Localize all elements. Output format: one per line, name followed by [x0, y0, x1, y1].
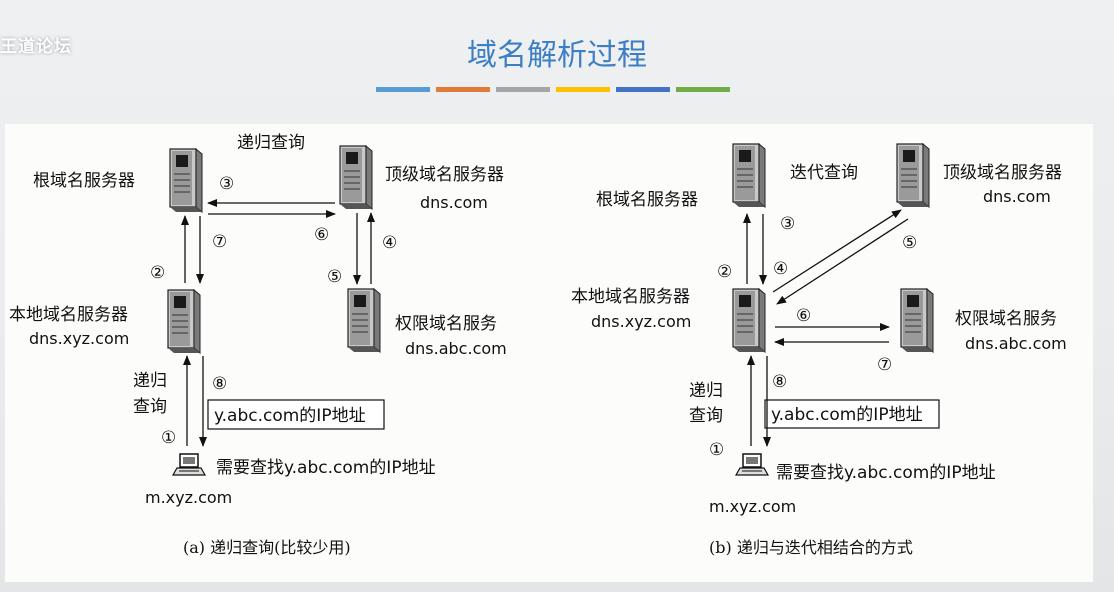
host-label: m.xyz.com [709, 497, 796, 516]
step-number: ③ [219, 174, 234, 194]
dns-resolution-diagram: 递归查询 根域名服务器 顶级域名服务器 dns.com 本地域名服务器 dns.… [9, 133, 1067, 557]
step-number: ① [161, 428, 176, 448]
host-computer-icon [735, 453, 769, 476]
caption-b: (b) 递归与迭代相结合的方式 [709, 538, 913, 557]
local-server-label: 本地域名服务器 [571, 287, 690, 307]
caption-a: (a) 递归查询(比较少用) [183, 538, 351, 557]
step-number: ② [150, 263, 165, 283]
step-number: ⑥ [796, 306, 811, 326]
tld-domain: dns.com [983, 187, 1051, 206]
local-domain: dns.xyz.com [591, 312, 691, 331]
arrow-step-5 [776, 218, 909, 305]
color-bar [676, 87, 730, 92]
answer-label: y.abc.com的IP地址 [214, 406, 366, 426]
root-server-icon [732, 143, 766, 208]
host-computer-icon [172, 453, 206, 476]
iterative-query-label: 迭代查询 [790, 163, 858, 183]
step-number: ③ [780, 214, 795, 234]
answer-box [764, 399, 940, 429]
local-server-icon [732, 288, 766, 353]
local-domain: dns.xyz.com [29, 329, 129, 348]
answer-box [207, 399, 385, 430]
step-number: ④ [382, 233, 397, 253]
tld-server-label: 顶级域名服务器 [943, 163, 1062, 183]
auth-domain: dns.abc.com [405, 339, 507, 358]
request-label: 需要查找y.abc.com的IP地址 [776, 463, 996, 483]
step-number: ④ [773, 259, 788, 279]
step-number: ⑤ [327, 267, 342, 287]
step-number: ① [709, 440, 724, 460]
watermark: 王道论坛 [0, 37, 72, 57]
request-label: 需要查找y.abc.com的IP地址 [216, 458, 436, 478]
step-number: ⑤ [902, 233, 917, 253]
root-server-label: 根域名服务器 [33, 171, 135, 191]
step-number: ⑦ [877, 355, 892, 375]
local-server-icon [167, 289, 201, 354]
step-number: ⑦ [212, 232, 227, 252]
color-bar [436, 87, 490, 92]
tld-server-icon [339, 145, 373, 210]
step-number: ⑥ [314, 225, 329, 245]
auth-domain: dns.abc.com [965, 334, 1067, 353]
root-server-icon [169, 148, 203, 213]
diagram-panel: 递归查询 根域名服务器 顶级域名服务器 dns.com 本地域名服务器 dns.… [5, 124, 1093, 582]
auth-server-label: 权限域名服务 [955, 309, 1057, 329]
tld-server-label: 顶级域名服务器 [385, 165, 504, 185]
color-bar [556, 87, 610, 92]
diagram-a: 递归查询 根域名服务器 顶级域名服务器 dns.com 本地域名服务器 dns.… [9, 133, 507, 557]
tld-server-icon [896, 143, 930, 208]
arrow-step-4 [772, 209, 902, 293]
query-label-line1: 递归 [689, 381, 723, 401]
page-title: 域名解析过程 [467, 38, 647, 73]
auth-server-icon [347, 288, 381, 353]
query-label-line1: 递归 [133, 371, 167, 391]
diagram-b: 迭代查询 根域名服务器 顶级域名服务器 dns.com 本地域名服务器 dns.… [571, 143, 1067, 557]
step-number: ⑧ [212, 374, 227, 394]
color-bar [616, 87, 670, 92]
color-bar [496, 87, 550, 92]
host-label: m.xyz.com [145, 488, 232, 507]
color-bar [376, 87, 430, 92]
root-server-label: 根域名服务器 [596, 190, 698, 210]
query-label-line2: 查询 [689, 406, 723, 426]
step-number: ② [717, 262, 732, 282]
tld-domain: dns.com [420, 193, 488, 212]
step-number: ⑧ [772, 372, 787, 392]
answer-label: y.abc.com的IP地址 [771, 405, 923, 425]
query-label-line2: 查询 [133, 397, 167, 417]
auth-server-label: 权限域名服务 [395, 314, 497, 334]
recursive-query-label: 递归查询 [237, 133, 305, 153]
local-server-label: 本地域名服务器 [9, 305, 128, 325]
auth-server-icon [900, 288, 934, 353]
